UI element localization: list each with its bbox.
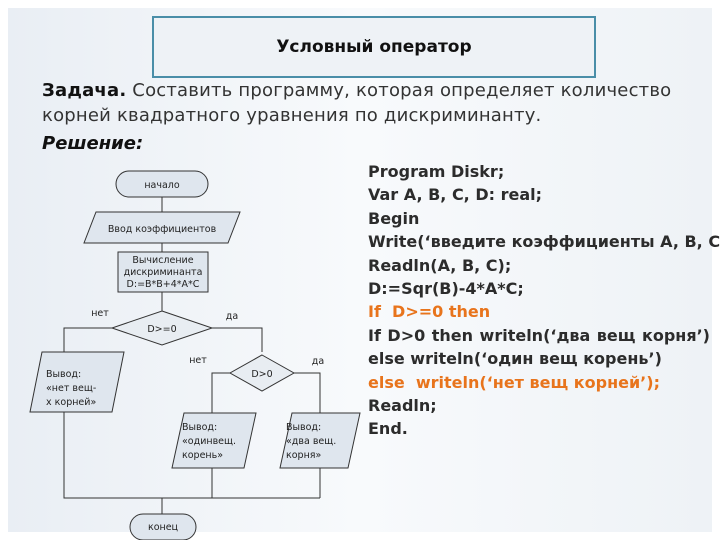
link-cond1-yes [212,327,263,352]
output-one-root [171,412,257,469]
calc-label-1: Вычисление [132,255,193,266]
input-label: Ввод коэффициентов [108,224,217,235]
output-no-roots [29,351,125,413]
code-line-8-word: вещ [596,325,636,345]
code-line-8-word: writeln(‘два [479,325,591,345]
output-two-roots-line3: корня» [286,450,322,461]
solution-label: Решение: [42,133,144,154]
code-line-1: Program Diskr; [368,162,505,181]
link-none-merge [63,412,320,499]
decision-d-ge-0-label: D>=0 [147,324,176,335]
code-line-9: else writeln(‘один вещ корень’) [368,349,662,369]
link-cond2-yes [294,372,321,413]
slide-title: Условный оператор [152,16,596,78]
code-line-6: D:=Sqr(B)-4*A*C; [368,279,524,299]
decision-d-ge-0-yes: да [226,311,238,322]
decision-d-gt-0-label: D>0 [251,369,272,380]
output-one-root-line2: «одинвещ. [182,436,236,447]
start-label: начало [144,180,180,191]
start-terminator [115,170,209,198]
output-one-root-line3: корень» [182,450,223,461]
code-line-5: Readln(A, B, C); [368,255,512,275]
calc-label-3: D:=B*B+4*A*C [127,279,200,290]
decision-d-gt-0-no: нет [189,355,207,366]
pascal-code: Program Diskr; Var A, B, C, D: real; Begin… [368,160,720,441]
end-label: конец [148,522,179,533]
decision-d-ge-0-no: нет [91,308,109,319]
output-no-roots-line2: «нет вещ- [46,383,96,394]
code-line-2: Var A, B, C, D: real; [368,185,542,205]
output-no-roots-line1: Вывод: [46,369,81,380]
code-line-11: Readln; [368,396,437,416]
decision-d-gt-0 [228,354,296,392]
code-line-8-word: then [431,325,474,345]
decision-d-gt-0-yes: да [312,356,324,367]
code-line-7: If D>=0 then [368,302,491,322]
task-text: Составить программу, которая определяет … [42,80,672,126]
decision-d-ge-0 [110,310,214,346]
calc-block [117,251,209,293]
end-terminator [129,513,197,540]
code-line-8-word: D>0 [387,325,426,345]
slide-title-text: Условный оператор [276,37,472,57]
output-one-root-line1: Вывод: [182,422,217,433]
output-no-roots-line3: х корней» [46,397,96,408]
code-line-8-word: корня’) [641,325,710,345]
link-cond2-no [211,372,230,413]
output-two-roots-line2: «два вещ. [286,436,336,447]
input-block [83,211,241,244]
code-line-8-word: If [368,325,381,345]
code-line-10: else writeln(‘нет вещ корней’); [368,372,660,392]
link-cond1-no [63,327,112,352]
task-label: Задача. [42,80,127,101]
code-line-12: End. [368,419,408,439]
task-statement: Задача. Составить программу, которая опр… [42,78,702,128]
output-two-roots [279,412,361,469]
output-two-roots-line1: Вывод: [286,422,321,433]
code-line-3: Begin [368,208,420,228]
calc-label-2: дискриминанта [124,267,203,278]
code-line-4: Write(‘введите коэффициенты A, B, C:’); [368,232,720,252]
